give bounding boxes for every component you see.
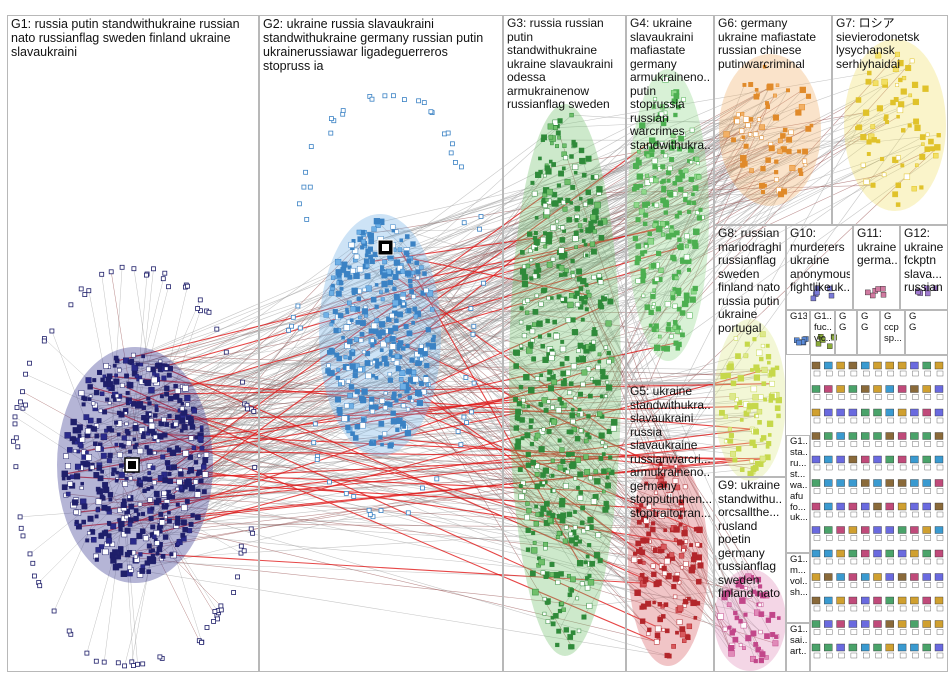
group-panel-g7: G7: ロシア sievierodonetsk lysychansk serhi… (832, 15, 948, 225)
group-label-g4: G4: ukraine slavaukraini mafiastate germ… (630, 17, 711, 152)
group-label-g5: G5: ukraine standwithukra... slavaukrain… (630, 385, 711, 520)
group-label-g21: G G (909, 312, 945, 334)
group-label-g9: G9: ukraine standwithu... orcsallthe... … (718, 479, 783, 601)
group-label-g8: G8: russian mariodraghi russianflag swed… (718, 227, 783, 335)
group-panel-g18: G ccp sp... (880, 310, 905, 355)
group-panel-g13: G13 (786, 310, 810, 355)
group-label-g20: G G (861, 312, 877, 334)
group-panel-g16: G1... m... vol... sh... (786, 553, 810, 623)
group-panel-g4: G4: ukraine slavaukraini mafiastate germ… (626, 15, 714, 383)
group-label-g17: G1... sai... art... (790, 625, 807, 658)
group-panel-g3: G3: russia russian putin standwithukrain… (503, 15, 626, 672)
group-panel-g15: G1... sta... ru... st... wa... afu fo...… (786, 435, 810, 553)
group-panel-g10: G10: murderers ukraine anonymous fightli… (786, 225, 853, 310)
group-panel-g9: G9: ukraine standwithu... orcsallthe... … (714, 477, 786, 672)
group-label-g13: G13 (790, 312, 807, 323)
group-panel-g11: G11: ukraine germa... (853, 225, 900, 310)
group-label-g12: G12: ukraine fckptn slava... russian (904, 227, 945, 295)
group-panel-g6: G6: germany ukraine mafiastate russian c… (714, 15, 832, 225)
group-label-g6: G6: germany ukraine mafiastate russian c… (718, 17, 829, 71)
group-label-g14: G1... fuc... vic... (814, 312, 832, 345)
group-panel-g8: G8: russian mariodraghi russianflag swed… (714, 225, 786, 477)
group-label-g1: G1: russia putin standwithukraine russia… (11, 17, 256, 59)
group-panel-g20: G G (857, 310, 880, 355)
group-label-g16: G1... m... vol... sh... (790, 555, 807, 599)
group-panel-g5: G5: ukraine standwithukra... slavaukrain… (626, 383, 714, 672)
group-label-g10: G10: murderers ukraine anonymous fightli… (790, 227, 850, 295)
group-panel-g21: G G (905, 310, 948, 355)
group-label-g3: G3: russia russian putin standwithukrain… (507, 17, 623, 112)
group-panel-g2: G2: ukraine russia slavaukraini standwit… (259, 15, 503, 672)
group-panel-g1: G1: russia putin standwithukraine russia… (7, 15, 259, 672)
group-panel-small-groups-grid (810, 355, 948, 672)
group-label-g2: G2: ukraine russia slavaukraini standwit… (263, 17, 500, 74)
group-panel-g14: G1... fuc... vic... (810, 310, 835, 355)
group-label-g7: G7: ロシア sievierodonetsk lysychansk serhi… (836, 17, 945, 71)
group-panel-g19: G G (835, 310, 857, 355)
group-panel-g12: G12: ukraine fckptn slava... russian (900, 225, 948, 310)
group-label-g15: G1... sta... ru... st... wa... afu fo...… (790, 437, 807, 524)
group-panel-g17: G1... sai... art... (786, 623, 810, 672)
group-label-g11: G11: ukraine germa... (857, 227, 897, 268)
group-label-g18: G ccp sp... (884, 312, 902, 345)
group-label-g19: G G (839, 312, 854, 334)
